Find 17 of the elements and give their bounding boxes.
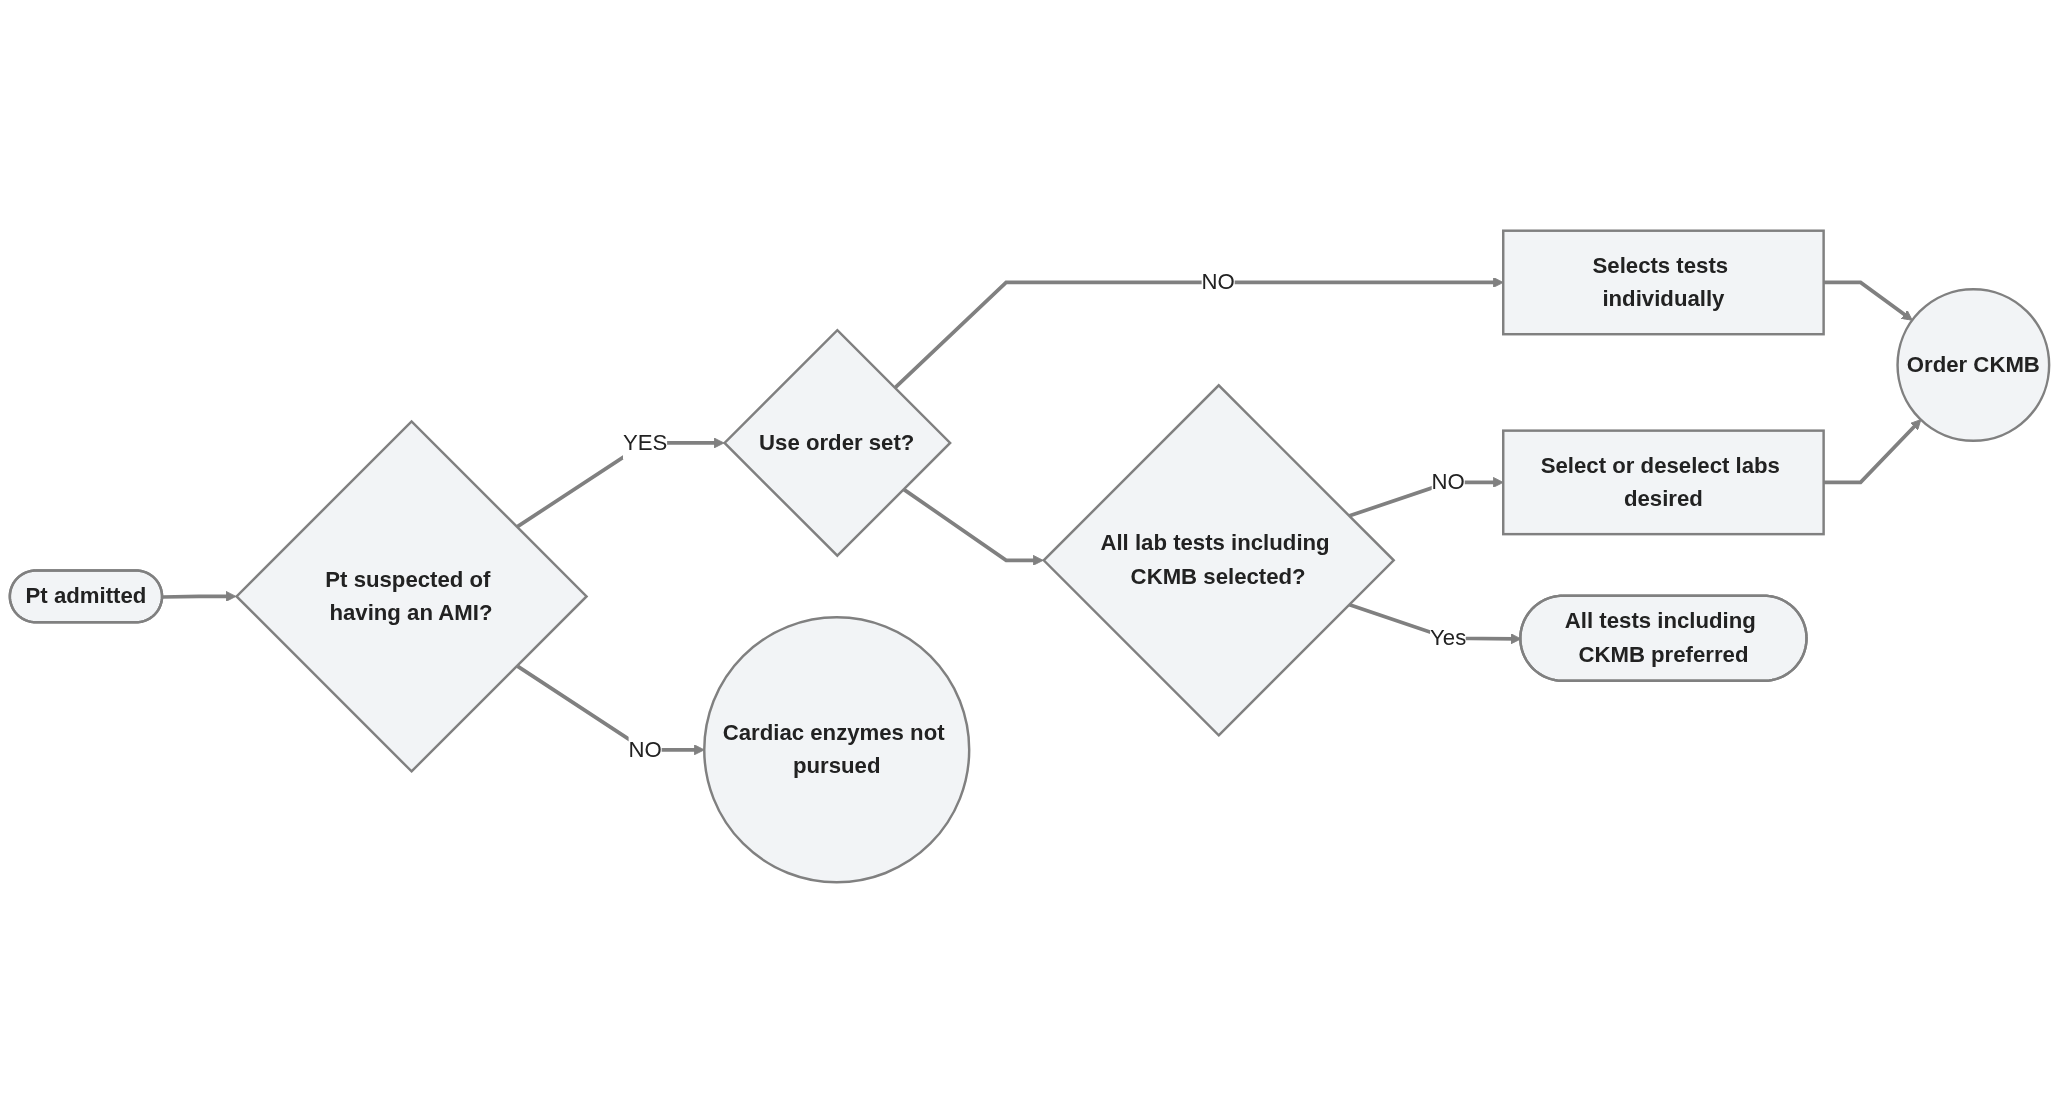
edge-label: Yes bbox=[1430, 625, 1467, 650]
node-circle: Cardiac enzymes not pursued bbox=[703, 616, 971, 884]
edge-label: NO bbox=[1431, 469, 1465, 495]
node-diamond: All lab tests including CKMB selected? bbox=[1042, 383, 1396, 738]
node-box: Selects tests individually bbox=[1502, 229, 1825, 336]
edge-label: YES bbox=[622, 430, 668, 455]
node-circle: Order CKMB bbox=[1896, 288, 2051, 443]
arrow bbox=[902, 487, 1044, 566]
arrow bbox=[1823, 280, 1913, 321]
arrow bbox=[893, 277, 1504, 390]
node-diamond: Pt suspected of having an AMI? bbox=[234, 419, 589, 774]
node-box: Select or deselect labs desired bbox=[1502, 429, 1825, 536]
edge-label: NO bbox=[628, 736, 662, 762]
arrow bbox=[162, 590, 237, 602]
arrow bbox=[1823, 419, 1922, 485]
edge-label: NO bbox=[1201, 269, 1235, 295]
node-diamond: Use order set? bbox=[722, 328, 952, 558]
